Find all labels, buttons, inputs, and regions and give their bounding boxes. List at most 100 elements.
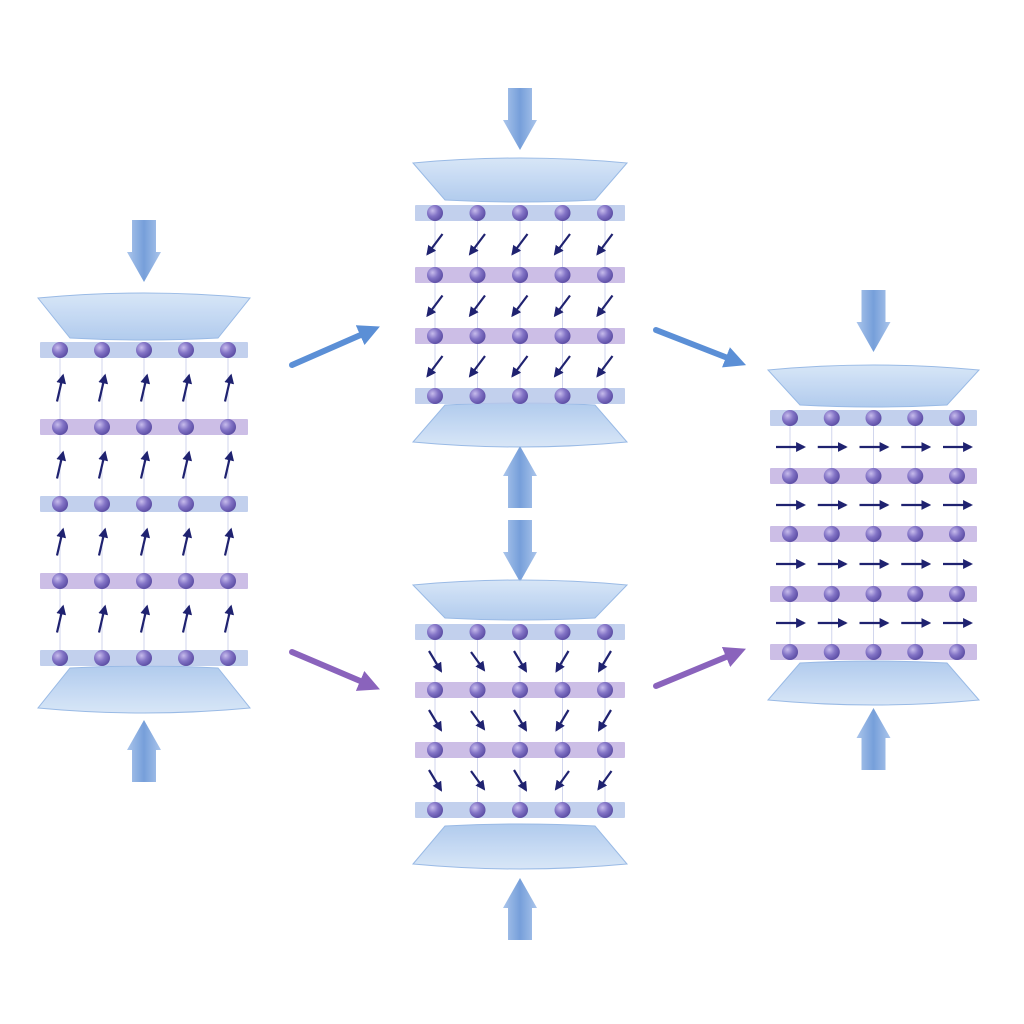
atom-sphere-icon bbox=[94, 496, 110, 512]
spin-arrow-icon bbox=[97, 373, 109, 402]
atom-sphere-icon bbox=[469, 802, 486, 818]
atom-sphere-icon bbox=[597, 328, 613, 344]
spin-arrow-icon bbox=[468, 233, 486, 256]
atom-sphere-icon bbox=[597, 742, 613, 758]
spin-arrow-icon bbox=[597, 709, 612, 732]
transition-arrows bbox=[289, 325, 747, 691]
spin-arrow-icon bbox=[470, 651, 486, 672]
atom-sphere-icon bbox=[512, 205, 528, 221]
spin-arrow-icon bbox=[470, 770, 486, 791]
atom-sphere-icon bbox=[949, 468, 965, 484]
atom-sphere-icon bbox=[907, 468, 924, 484]
atom-sphere-icon bbox=[427, 205, 443, 221]
bottom-anvil-icon bbox=[766, 660, 981, 706]
spin-arrow-icon bbox=[596, 355, 614, 378]
atom-sphere-icon bbox=[178, 573, 194, 589]
atom-sphere-icon bbox=[782, 586, 798, 602]
atom-sphere-icon bbox=[220, 342, 236, 358]
spin-arrow-icon bbox=[97, 527, 109, 556]
press-down-arrow-icon bbox=[127, 220, 161, 282]
spin-arrow-icon bbox=[181, 527, 193, 556]
spin-arrow-icon bbox=[181, 450, 193, 479]
atom-sphere-icon bbox=[782, 468, 798, 484]
atom-sphere-icon bbox=[136, 650, 152, 666]
bottom-anvil-icon bbox=[412, 823, 628, 870]
atom-sphere-icon bbox=[907, 644, 924, 660]
spin-arrow-icon bbox=[139, 604, 151, 633]
press-down-arrow-icon bbox=[503, 520, 537, 582]
spin-arrow-icon bbox=[511, 233, 529, 256]
atom-sphere-icon bbox=[823, 526, 840, 542]
stack-top-branch bbox=[411, 88, 629, 508]
atom-sphere-icon bbox=[782, 410, 798, 426]
atom-sphere-icon bbox=[427, 624, 443, 640]
spin-arrow-icon bbox=[513, 709, 528, 732]
atom-sphere-icon bbox=[782, 526, 798, 542]
spin-arrow-icon bbox=[596, 294, 614, 318]
atom-sphere-icon bbox=[554, 624, 571, 640]
atom-sphere-icon bbox=[469, 624, 486, 640]
atom-sphere-icon bbox=[865, 468, 882, 484]
atom-sphere-icon bbox=[554, 742, 571, 758]
press-down-arrow-icon bbox=[856, 290, 891, 352]
spin-arrow-icon bbox=[55, 604, 67, 633]
atom-sphere-icon bbox=[52, 419, 68, 435]
spin-arrow-icon bbox=[428, 769, 443, 792]
atom-sphere-icon bbox=[823, 644, 840, 660]
atom-sphere-icon bbox=[469, 328, 486, 344]
spin-arrow-icon bbox=[555, 650, 570, 673]
atom-sphere-icon bbox=[52, 342, 68, 358]
stack-initial bbox=[37, 220, 251, 782]
spin-arrow-icon bbox=[428, 709, 443, 732]
transition-arrow-icon bbox=[289, 649, 380, 691]
atom-sphere-icon bbox=[469, 267, 486, 283]
atom-sphere-icon bbox=[220, 650, 236, 666]
top-anvil-icon bbox=[37, 292, 251, 341]
atom-sphere-icon bbox=[865, 586, 882, 602]
press-up-arrow-icon bbox=[856, 708, 891, 770]
atom-sphere-icon bbox=[178, 342, 194, 358]
atom-sphere-icon bbox=[427, 742, 443, 758]
atom-sphere-icon bbox=[469, 742, 486, 758]
atom-sphere-icon bbox=[512, 328, 528, 344]
spin-arrow-icon bbox=[223, 604, 235, 633]
atom-sphere-icon bbox=[427, 682, 443, 698]
atom-sphere-icon bbox=[554, 388, 571, 404]
spin-arrow-icon bbox=[97, 450, 109, 479]
spin-arrow-icon bbox=[223, 527, 235, 556]
atom-sphere-icon bbox=[512, 624, 528, 640]
atom-sphere-icon bbox=[949, 644, 965, 660]
press-up-arrow-icon bbox=[127, 720, 161, 782]
atom-sphere-icon bbox=[136, 573, 152, 589]
atom-sphere-icon bbox=[94, 342, 110, 358]
spin-arrow-icon bbox=[596, 233, 614, 256]
atom-sphere-icon bbox=[136, 342, 152, 358]
atom-sphere-icon bbox=[178, 650, 194, 666]
spin-arrow-icon bbox=[553, 294, 571, 318]
atom-sphere-icon bbox=[782, 644, 798, 660]
atom-sphere-icon bbox=[597, 205, 613, 221]
spin-arrow-icon bbox=[428, 650, 443, 673]
spin-arrow-icon bbox=[55, 527, 67, 556]
spin-arrow-icon bbox=[597, 770, 613, 791]
spin-arrow-icon bbox=[511, 294, 529, 318]
atom-sphere-icon bbox=[865, 644, 882, 660]
spin-arrow-icon bbox=[181, 604, 193, 633]
spin-arrow-icon bbox=[553, 233, 571, 256]
atom-sphere-icon bbox=[554, 205, 571, 221]
spin-arrow-icon bbox=[597, 650, 612, 673]
transition-arrow-icon bbox=[653, 327, 747, 368]
atom-sphere-icon bbox=[512, 388, 528, 404]
transition-arrow-icon bbox=[289, 325, 380, 368]
transition-arrow-icon bbox=[653, 646, 746, 689]
atom-sphere-icon bbox=[907, 526, 924, 542]
stack-bottom-branch bbox=[411, 520, 629, 940]
spin-arrow-icon bbox=[511, 355, 529, 378]
top-anvil-icon bbox=[411, 157, 629, 203]
atom-sphere-icon bbox=[427, 267, 443, 283]
bottom-anvil-icon bbox=[411, 402, 629, 448]
atom-sphere-icon bbox=[94, 650, 110, 666]
atom-sphere-icon bbox=[597, 388, 613, 404]
atom-sphere-icon bbox=[469, 205, 486, 221]
atom-sphere-icon bbox=[597, 624, 613, 640]
